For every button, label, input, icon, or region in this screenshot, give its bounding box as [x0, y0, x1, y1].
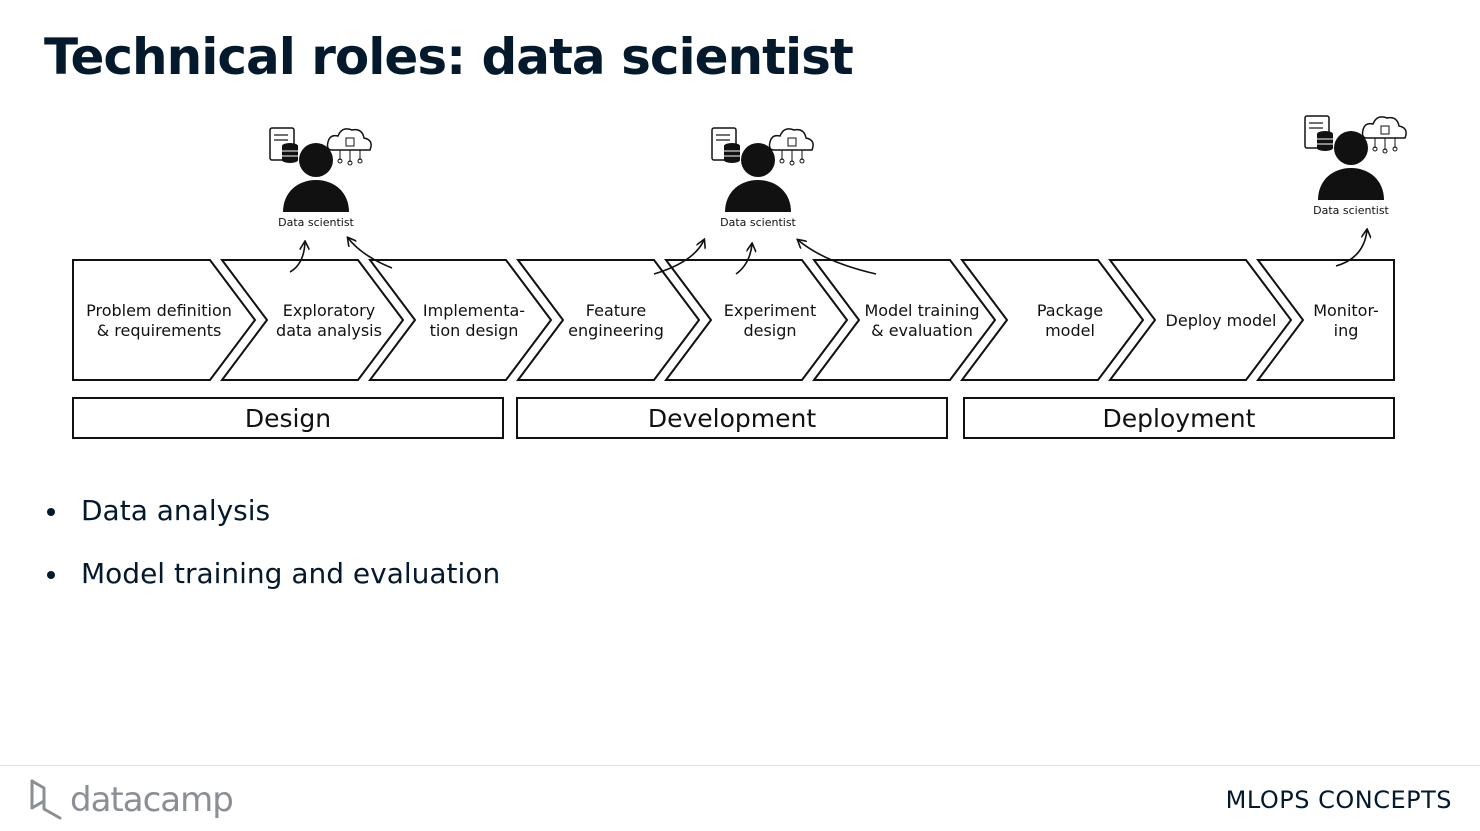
step-3-label-line2: tion design — [430, 321, 519, 340]
step-7-label-line2: model — [1045, 321, 1095, 340]
bullet-list: Data analysis Model training and evaluat… — [44, 490, 500, 616]
data-scientist-figure-3: Data scientist — [1304, 115, 1407, 217]
step-7-chevron: Package model — [960, 259, 1145, 381]
bullet-item-model-training: Model training and evaluation — [44, 553, 500, 616]
step-6-chevron: Model training & evaluation — [812, 259, 997, 381]
step-5-chevron: Experiment design — [664, 259, 849, 381]
data-scientist-figure-2: Data scientist — [711, 127, 814, 229]
phase-development-label: Development — [648, 404, 816, 433]
phase-deployment: Deployment — [963, 397, 1395, 439]
footer-divider — [0, 765, 1480, 766]
step-2-label-line2: data analysis — [276, 321, 382, 340]
mlops-lifecycle-diagram: Problem definition & requirements Explor… — [72, 115, 1407, 439]
step-1-chevron: Problem definition & requirements — [72, 259, 257, 381]
person-silhouette-icon — [1318, 131, 1384, 200]
data-document-icon — [269, 127, 298, 163]
footer-brand-name: datacamp — [70, 780, 234, 820]
step-1-label-line1: Problem definition — [86, 301, 232, 320]
role-label-3: Data scientist — [1313, 204, 1389, 217]
arrow-feature-to-scientist — [653, 240, 704, 275]
cloud-network-icon — [326, 128, 372, 166]
role-label-1: Data scientist — [278, 216, 354, 229]
data-scientist-figure-1: Data scientist — [269, 127, 372, 229]
step-3-label-line1: Implementa- — [423, 301, 525, 320]
person-silhouette-icon — [725, 143, 791, 212]
phase-development: Development — [516, 397, 948, 439]
arrow-eda-to-scientist — [289, 242, 305, 273]
arrow-implementation-to-scientist — [348, 238, 393, 269]
step-8-chevron: Deploy model — [1108, 259, 1293, 381]
step-5-label-line2: design — [743, 321, 796, 340]
role-label-2: Data scientist — [720, 216, 796, 229]
step-8-label-line1: Deploy model — [1166, 311, 1277, 330]
phase-design: Design — [72, 397, 504, 439]
step-9-chevron: Monitor- ing — [1256, 259, 1395, 381]
step-1-label-line2: & requirements — [97, 321, 222, 340]
step-4-chevron: Feature engineering — [516, 259, 701, 381]
arrow-training-to-scientist — [798, 240, 877, 275]
step-2-label-line1: Exploratory — [283, 301, 375, 320]
footer-course-title: MLOPS CONCEPTS — [1225, 786, 1452, 814]
cloud-network-icon — [768, 128, 814, 166]
step-9-label-line1: Monitor- — [1313, 301, 1379, 320]
data-document-icon — [1304, 115, 1333, 151]
cloud-network-icon — [1361, 116, 1407, 154]
step-4-label-line1: Feature — [586, 301, 646, 320]
step-4-label-line2: engineering — [568, 321, 664, 340]
step-2-chevron: Exploratory data analysis — [220, 259, 405, 381]
data-document-icon — [711, 127, 740, 163]
step-3-chevron: Implementa- tion design — [368, 259, 553, 381]
step-7-label-line1: Package — [1037, 301, 1103, 320]
step-6-label-line1: Model training — [864, 301, 979, 320]
arrow-monitoring-to-scientist — [1335, 230, 1367, 267]
arrow-experiment-to-scientist — [735, 244, 752, 275]
step-9-label-line2: ing — [1334, 321, 1359, 340]
phase-design-label: Design — [245, 404, 331, 433]
person-silhouette-icon — [283, 143, 349, 212]
step-6-label-line2: & evaluation — [871, 321, 973, 340]
phase-deployment-label: Deployment — [1103, 404, 1256, 433]
datacamp-logo-icon — [30, 779, 62, 820]
bullet-item-data-analysis: Data analysis — [44, 490, 500, 553]
slide-title: Technical roles: data scientist — [44, 28, 854, 86]
step-5-label-line1: Experiment — [724, 301, 816, 320]
